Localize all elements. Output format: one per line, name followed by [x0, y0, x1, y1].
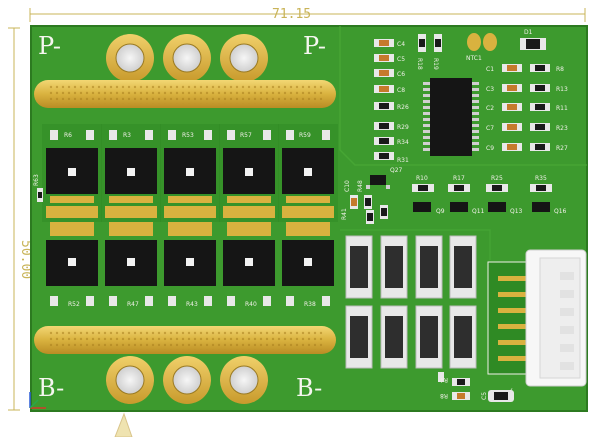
- transistor-label: Q16: [554, 208, 567, 215]
- cap-res-columns-right: C1 C3 C2 C7 C9 R8 R13 R11 R23 R27: [486, 64, 568, 152]
- label-top: R59: [299, 132, 311, 139]
- transistor-resistor-label: R17: [453, 175, 465, 182]
- cap-label: C1: [486, 66, 494, 73]
- top-mounting-holes: [106, 34, 268, 82]
- res-label: R26: [397, 104, 409, 111]
- bottom-mounting-holes: [106, 356, 268, 404]
- left-resistor-label: R63: [33, 174, 40, 186]
- transistor-label: Q9: [436, 208, 445, 215]
- res-label: R27: [556, 145, 568, 152]
- control-ic: [423, 78, 479, 156]
- mosfet-column: [42, 124, 102, 306]
- res-label: R13: [556, 86, 568, 93]
- cap-label: C9: [486, 145, 494, 152]
- terminal-label-b-left: B-: [38, 374, 64, 402]
- bottom-part-label: R8: [440, 392, 448, 399]
- cap-label: C3: [486, 86, 494, 93]
- r19-label: R19: [432, 58, 439, 70]
- transistor-label: Q13: [510, 208, 523, 215]
- transistor-resistor-label: R10: [416, 175, 428, 182]
- res-label: R34: [397, 139, 409, 146]
- label-top: R53: [182, 132, 194, 139]
- transistor-row: R10 R17 R25 R35 Q9 Q11 Q13 Q16: [412, 175, 567, 215]
- mosfet-array: [42, 124, 338, 306]
- label-bottom: R47: [127, 301, 139, 308]
- res-label: R23: [556, 125, 568, 132]
- ntc-label: NTC1: [466, 55, 482, 62]
- height-dimension: 50.00: [18, 240, 33, 279]
- cap-column-left: C4 C5 C6 C8 R26 R29 R34 R31: [374, 39, 409, 164]
- dimension-annotations: 71.15 50.00: [8, 7, 586, 411]
- diode-label: D1: [524, 29, 533, 36]
- mosfet-column: [278, 124, 338, 306]
- axis-triad: [29, 392, 46, 409]
- cap-label: C2: [486, 105, 494, 112]
- bottom-part-label: C5: [481, 392, 488, 400]
- shunt-resistors: [345, 235, 477, 369]
- mosfet-labels: R6 R3 R53 R57 R59 R52 R47 R43 R40 R38: [64, 132, 316, 308]
- mosfet-column: [219, 124, 279, 306]
- cap-label: C5: [397, 56, 405, 63]
- label-bottom: R52: [68, 301, 80, 308]
- transistor-label: Q11: [472, 208, 485, 215]
- label-bottom: R38: [304, 301, 316, 308]
- label-bottom: R40: [245, 301, 257, 308]
- c10-label: C10: [344, 180, 351, 192]
- cap-label: C6: [397, 71, 405, 78]
- label-top: R6: [64, 132, 72, 139]
- res-label: R11: [556, 105, 568, 112]
- label-bottom: R43: [186, 301, 198, 308]
- mosfet-column: [101, 124, 161, 306]
- cap-label: C7: [486, 125, 494, 132]
- terminal-label-p-right: P-: [303, 32, 326, 60]
- transistor-resistor-label: R25: [491, 175, 503, 182]
- cap-label: C4: [397, 41, 405, 48]
- r41-label: R41: [341, 208, 348, 220]
- bottom-part-label: R4: [440, 376, 448, 383]
- label-top: R3: [123, 132, 131, 139]
- transistor-resistor-label: R35: [535, 175, 547, 182]
- q27-label: Q27: [390, 167, 403, 174]
- terminal-label-b-right: B-: [296, 374, 322, 402]
- mosfet-column: [160, 124, 220, 306]
- terminal-label-p-left: P-: [38, 32, 61, 60]
- res-label: R31: [397, 157, 409, 164]
- width-dimension: 71.15: [272, 7, 311, 22]
- label-top: R57: [240, 132, 252, 139]
- balance-connector: [487, 249, 587, 387]
- res-label: R29: [397, 124, 409, 131]
- r48-label: R48: [357, 180, 364, 192]
- orientation-marker: [114, 412, 133, 437]
- res-label: R8: [556, 66, 564, 73]
- r18-label: R18: [416, 58, 423, 70]
- cap-label: C8: [397, 87, 405, 94]
